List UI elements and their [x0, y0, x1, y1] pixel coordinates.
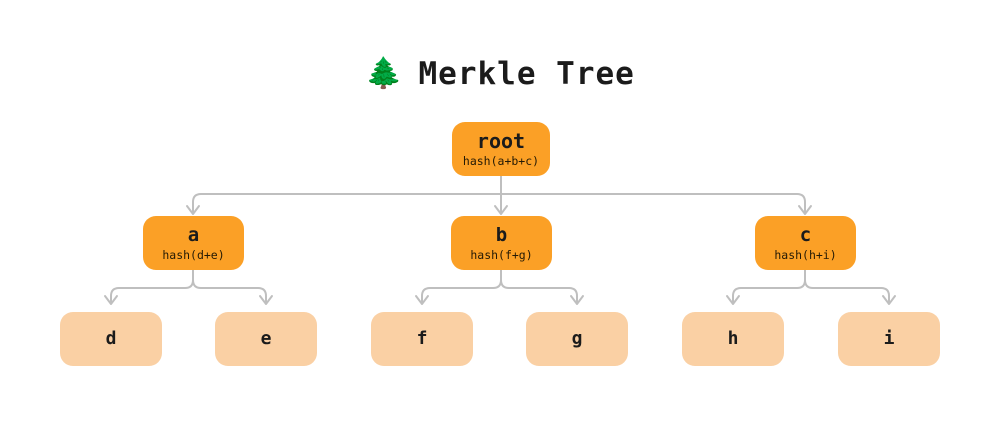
- connector-root-to-a: [192, 193, 502, 213]
- arrowhead-c: [798, 205, 812, 215]
- arrowhead-h: [726, 295, 740, 305]
- node-root[interactable]: root hash(a+b+c): [452, 122, 550, 176]
- node-d-label: d: [105, 328, 117, 350]
- node-f[interactable]: f: [371, 312, 473, 366]
- arrowhead-e: [259, 295, 273, 305]
- node-h-label: h: [727, 328, 739, 350]
- node-root-label: root: [476, 129, 526, 154]
- arrowhead-g: [570, 295, 584, 305]
- node-b-hash: hash(f+g): [470, 247, 533, 262]
- connector-a-to-e: [192, 279, 267, 303]
- node-root-hash: hash(a+b+c): [462, 154, 540, 169]
- connector-c-to-i: [804, 279, 890, 303]
- node-c[interactable]: c hash(h+i): [755, 216, 856, 270]
- node-a[interactable]: a hash(d+e): [143, 216, 244, 270]
- page-title: 🌲 Merkle Tree: [0, 50, 1000, 98]
- node-i-label: i: [883, 328, 895, 350]
- node-e[interactable]: e: [215, 312, 317, 366]
- page-title-label: Merkle Tree: [418, 55, 635, 92]
- node-a-hash: hash(d+e): [162, 247, 225, 262]
- arrowhead-b: [494, 205, 508, 215]
- connector-a-to-d: [110, 279, 194, 303]
- arrowhead-d: [104, 295, 118, 305]
- evergreen-tree-icon: 🌲: [365, 56, 403, 91]
- connector-b-to-g: [500, 279, 578, 303]
- arrowhead-f: [415, 295, 429, 305]
- node-b[interactable]: b hash(f+g): [451, 216, 552, 270]
- node-g[interactable]: g: [526, 312, 628, 366]
- node-i[interactable]: i: [838, 312, 940, 366]
- arrowhead-a: [186, 205, 200, 215]
- node-a-label: a: [187, 223, 200, 246]
- node-g-label: g: [571, 328, 583, 350]
- node-d[interactable]: d: [60, 312, 162, 366]
- node-c-hash: hash(h+i): [774, 247, 837, 262]
- node-h[interactable]: h: [682, 312, 784, 366]
- connector-b-to-f: [421, 279, 502, 303]
- node-b-label: b: [495, 223, 508, 246]
- arrowhead-i: [882, 295, 896, 305]
- node-c-label: c: [799, 223, 812, 246]
- node-f-label: f: [416, 328, 428, 350]
- connector-root-to-c: [500, 193, 806, 213]
- node-e-label: e: [260, 328, 272, 350]
- connector-c-to-h: [732, 279, 806, 303]
